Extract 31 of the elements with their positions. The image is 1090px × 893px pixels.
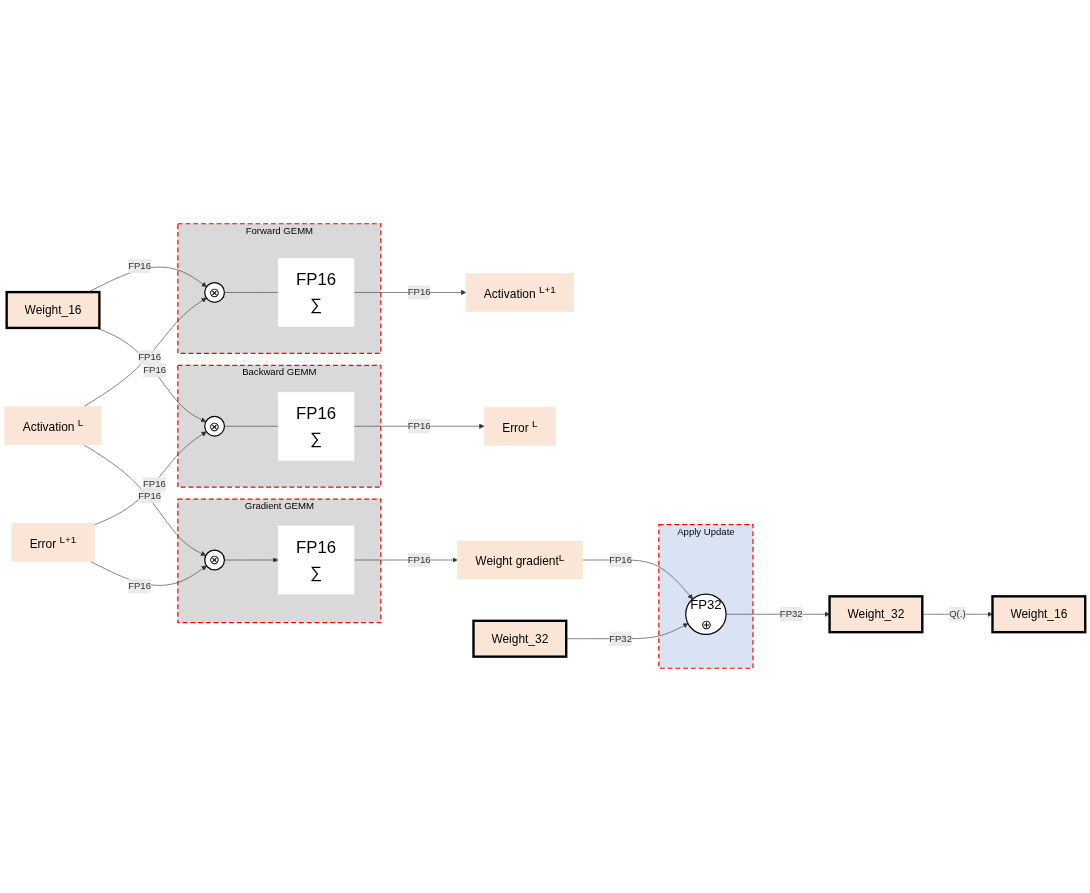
- edge-label: FP16: [407, 421, 431, 432]
- node-circle: FP32 ⊕: [685, 593, 727, 636]
- edge-label: FP16: [407, 555, 431, 566]
- node-box: Weight gradient$^{L}$: [457, 541, 583, 580]
- node-box: Activation $^{L+1}$: [465, 273, 575, 313]
- edge-label: FP16: [138, 490, 162, 502]
- node-box: Weight_32: [828, 595, 924, 634]
- connector: [224, 426, 279, 428]
- edge-label: FP32: [609, 633, 632, 644]
- node-box: Weight_16: [991, 595, 1087, 634]
- node-box: FP16 ∑: [277, 526, 355, 595]
- node-circle: ⊗: [204, 282, 226, 304]
- edge-label: FP16: [143, 365, 167, 376]
- node-box: Error $^{L}$: [483, 407, 556, 447]
- node-box: Error $^{L+1}$: [11, 523, 95, 563]
- node-box: FP16 ∑: [277, 258, 355, 328]
- node-circle: ⊗: [204, 416, 226, 438]
- edge-label: FP16: [407, 287, 431, 298]
- node-circle: ⊗: [204, 550, 226, 571]
- edge-label: FP16: [128, 581, 151, 592]
- edge-label: FP16: [609, 555, 632, 566]
- node-box: FP16 ∑: [277, 392, 355, 462]
- connector: [224, 292, 279, 294]
- node-box: Weight_16: [5, 291, 101, 330]
- edge-label: FP16: [143, 479, 166, 490]
- edge-label: FP32: [779, 609, 803, 620]
- edge-label: FP16: [128, 261, 151, 272]
- node-box: Weight_32: [472, 620, 568, 659]
- node-box: Activation $^{L}$: [4, 406, 102, 446]
- edge-label: FP16: [138, 352, 162, 363]
- edge-label: Q(.): [949, 609, 966, 620]
